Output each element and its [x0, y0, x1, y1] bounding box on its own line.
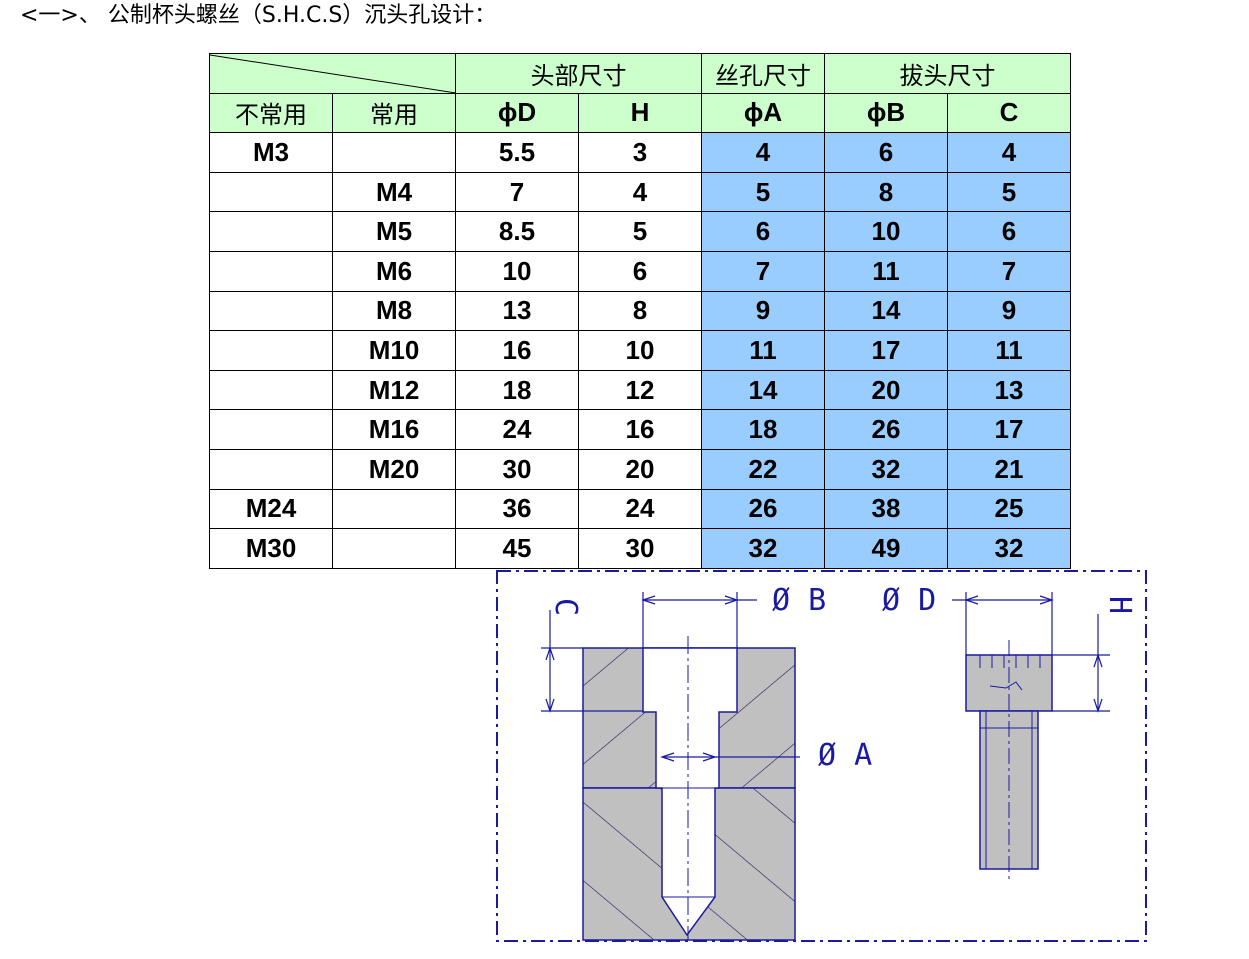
diagonal-header-cell — [209, 53, 456, 94]
table-cell: 25 — [947, 488, 1071, 530]
table-cell: 4 — [578, 171, 702, 213]
column-header-row: 不常用 常用 ϕD H ϕA ϕB C — [209, 92, 1071, 134]
table-cell: 30 — [578, 528, 702, 569]
table-cell: M20 — [332, 448, 456, 490]
table-cell: 6 — [824, 132, 948, 173]
table-cell: 32 — [824, 448, 948, 490]
dim-c — [541, 610, 643, 713]
drawing-frame — [496, 570, 1147, 942]
table-cell: 8 — [824, 171, 948, 213]
counterbore-spec-table: 头部尺寸 丝孔尺寸 拔头尺寸 不常用 常用 ϕD H ϕA ϕB C M3 5.5… — [209, 53, 1071, 569]
table-cell — [332, 528, 456, 569]
col-header-phi-b: ϕB — [824, 92, 948, 134]
table-cell: M3 — [209, 132, 333, 173]
table-cell: 5 — [701, 171, 825, 213]
table-cell: 17 — [824, 330, 948, 371]
table-cell — [209, 448, 333, 490]
dim-phi-a — [660, 752, 800, 762]
table-cell: M8 — [332, 290, 456, 332]
col-header-c: C — [947, 92, 1071, 134]
table-cell: 4 — [947, 132, 1071, 173]
table-cell: 18 — [701, 409, 825, 450]
table-cell: 45 — [455, 528, 579, 569]
table-cell: 26 — [701, 488, 825, 530]
col-header-phi-a: ϕA — [701, 92, 825, 134]
col-header-common: 常用 — [332, 92, 456, 134]
label-h: H — [1102, 596, 1137, 614]
table-cell: 38 — [824, 488, 948, 530]
table-cell: 9 — [701, 290, 825, 332]
table-cell: 20 — [578, 448, 702, 490]
group-header-row: 头部尺寸 丝孔尺寸 拔头尺寸 — [209, 53, 1071, 94]
table-cell: 5 — [947, 171, 1071, 213]
table-cell: M10 — [332, 330, 456, 371]
header-thread-hole-size: 丝孔尺寸 — [701, 53, 825, 94]
table-cell — [332, 488, 456, 530]
table-cell: 22 — [701, 448, 825, 490]
table-cell: 11 — [947, 330, 1071, 371]
header-head-size: 头部尺寸 — [455, 53, 702, 94]
label-phi-a: Ø A — [818, 738, 872, 773]
table-cell: 32 — [701, 528, 825, 569]
table-cell: 32 — [947, 528, 1071, 569]
table-cell: 6 — [701, 211, 825, 252]
table-cell: 6 — [947, 211, 1071, 252]
col-header-uncommon: 不常用 — [209, 92, 333, 134]
table-cell: 30 — [455, 448, 579, 490]
label-c: C — [548, 598, 583, 616]
table-cell: 17 — [947, 409, 1071, 450]
dim-h — [1052, 614, 1110, 713]
col-header-phi-d: ϕD — [455, 92, 579, 134]
table-cell: 21 — [947, 448, 1071, 490]
table-cell: 14 — [701, 369, 825, 411]
table-cell: 20 — [824, 369, 948, 411]
table-cell: 24 — [455, 409, 579, 450]
label-phi-d: Ø D — [882, 583, 936, 618]
table-cell: M30 — [209, 528, 333, 569]
table-cell: M5 — [332, 211, 456, 252]
table-cell: 10 — [824, 211, 948, 252]
table-cell: 8 — [578, 290, 702, 332]
col-header-h: H — [578, 92, 702, 134]
table-cell — [209, 409, 333, 450]
dim-phi-b — [641, 592, 757, 648]
table-cell: 49 — [824, 528, 948, 569]
table-cell: 7 — [701, 250, 825, 292]
page-title: <一>、 公制杯头螺丝（S.H.C.S）沉头孔设计： — [20, 3, 497, 28]
diagonal-line — [210, 54, 456, 94]
table-cell: 7 — [947, 250, 1071, 292]
dim-phi-d — [952, 592, 1054, 655]
table-cell: 24 — [578, 488, 702, 530]
table-cell: 11 — [824, 250, 948, 292]
label-phi-b: Ø B — [772, 583, 826, 618]
table-cell: 13 — [455, 290, 579, 332]
header-draft-size: 拔头尺寸 — [824, 53, 1071, 94]
table-cell: 5.5 — [455, 132, 579, 173]
table-cell — [332, 132, 456, 173]
table-cell: M16 — [332, 409, 456, 450]
screw — [965, 640, 1053, 880]
section-block — [582, 636, 796, 941]
table-cell: 26 — [824, 409, 948, 450]
table-cell: 14 — [824, 290, 948, 332]
table-cell — [209, 330, 333, 371]
